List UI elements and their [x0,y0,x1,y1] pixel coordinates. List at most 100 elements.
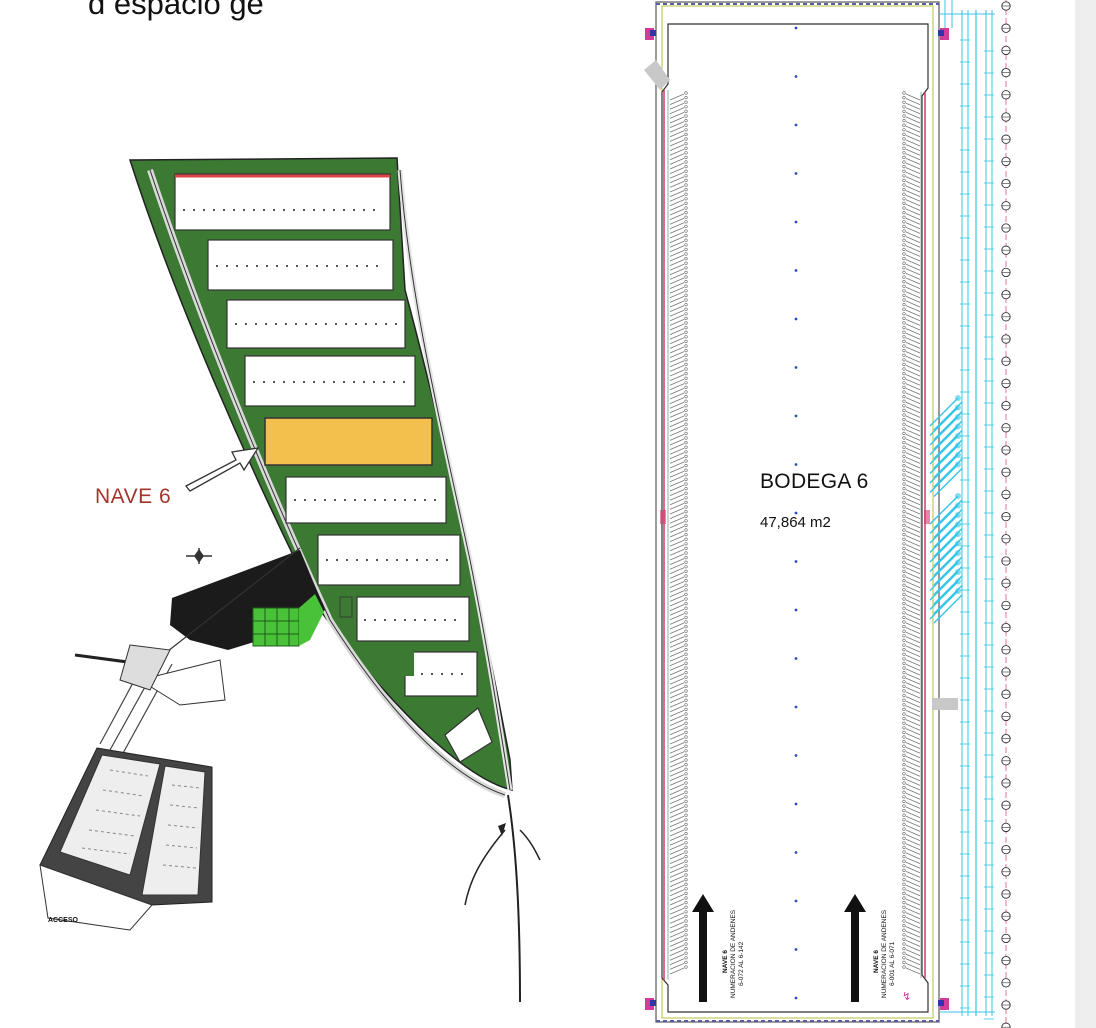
dock-door-left [669,638,688,648]
dock-door-left [669,487,688,496]
dock-door-right [902,790,921,800]
dock-door-right [902,804,921,814]
site-building-9 [207,239,394,291]
dock-door-right [902,910,921,920]
dock-door-left [669,284,688,294]
grid-bubble [1001,378,1011,389]
dock-door-right [902,192,921,202]
dock-door-right [902,859,921,869]
dock-door-left [669,358,688,368]
dock-door-right [902,160,921,170]
site-lower-complex [39,747,213,931]
grid-bubble [1001,534,1011,544]
dock-door-left [669,887,688,897]
dock-door-right [902,615,921,625]
dock-door-right [902,680,921,690]
grid-bubble [1001,1022,1011,1028]
dock-door-left [669,514,688,524]
dock-note-left-line1: NAVE 6 [722,950,729,973]
dock-door-right [902,477,921,487]
grid-bubble [1001,622,1011,633]
dock-door-left [669,569,688,579]
dock-door-right [902,418,921,427]
dock-door-right [902,123,921,133]
dock-door-right [902,519,921,529]
bodega-title: BODEGA 6 [760,470,869,493]
grid-bubble [1001,423,1011,433]
dock-door-right [902,951,921,961]
dock-door-right [902,201,921,211]
dock-door-left [669,91,688,101]
dock-door-right [902,321,921,331]
dock-door-right [902,965,921,975]
dock-door-right [902,528,921,538]
dock-door-left [669,289,688,299]
dock-door-right [902,891,921,901]
dock-door-right [902,578,921,588]
dock-door-left [669,923,688,933]
grid-bubble [1001,156,1011,167]
grid-bubble [1001,667,1011,677]
dock-door-left [669,537,688,547]
dock-door-left [669,652,688,662]
dock-door-right [902,555,921,565]
column-dot [794,851,798,854]
dock-door-left [669,408,688,418]
dock-door-left [669,896,688,906]
dock-door-left [669,427,688,437]
dock-door-left [669,151,688,161]
dock-door-right [902,505,921,515]
dock-door-left [669,183,688,193]
dock-door-right [902,785,921,795]
corner-columns [645,28,949,1010]
column-dot [794,123,798,127]
dock-door-left [669,528,688,538]
dock-door-left [669,790,688,800]
grid-bubble [1001,645,1011,655]
dock-door-left [669,312,688,322]
dock-door-left [669,919,688,929]
dock-door-left [669,914,688,924]
dock-door-left [669,160,688,170]
dock-door-right [902,404,921,414]
dock-door-left [669,574,688,584]
grid-bubble [1001,844,1011,855]
scrollbar[interactable] [1075,0,1096,1028]
dock-door-right [902,293,921,303]
dock-door-right [902,735,921,745]
dock-door-left [669,234,688,243]
dock-door-right [902,896,921,906]
dock-door-left [669,551,688,561]
site-buildings [174,173,493,763]
dock-door-right [902,841,921,851]
dock-note-right-line2: NUMERACION DE ANDENES [881,909,888,998]
grid-bubble [1001,578,1011,588]
grid-bubble [1001,800,1011,810]
dock-door-left [669,206,688,216]
dock-door-left [669,381,688,391]
dock-door-left [669,739,688,749]
dock-door-left [669,353,688,363]
dock-door-right [902,877,921,887]
dock-door-right [902,454,921,464]
dock-door-left [669,721,688,731]
dock-note-left-line3: 6-072 AL 6-142 [738,941,745,986]
dock-door-left [669,201,688,211]
dock-door-left [669,464,688,473]
parking-stripe [929,461,963,497]
column-dot [794,220,798,224]
dock-door-left [669,137,688,147]
dock-door-left [669,670,688,680]
dock-door-right [902,275,921,285]
dock-door-left [669,326,688,335]
dock-door-left [669,510,688,519]
dock-door-left [669,785,688,795]
dock-door-right [902,611,921,621]
dock-door-right [902,132,921,142]
dock-door-left [669,693,688,703]
grid-bubble [1001,489,1011,500]
dock-door-left [669,477,688,487]
dock-door-left [669,730,688,740]
dimension-ticks [960,39,994,1020]
dock-door-right [902,551,921,561]
